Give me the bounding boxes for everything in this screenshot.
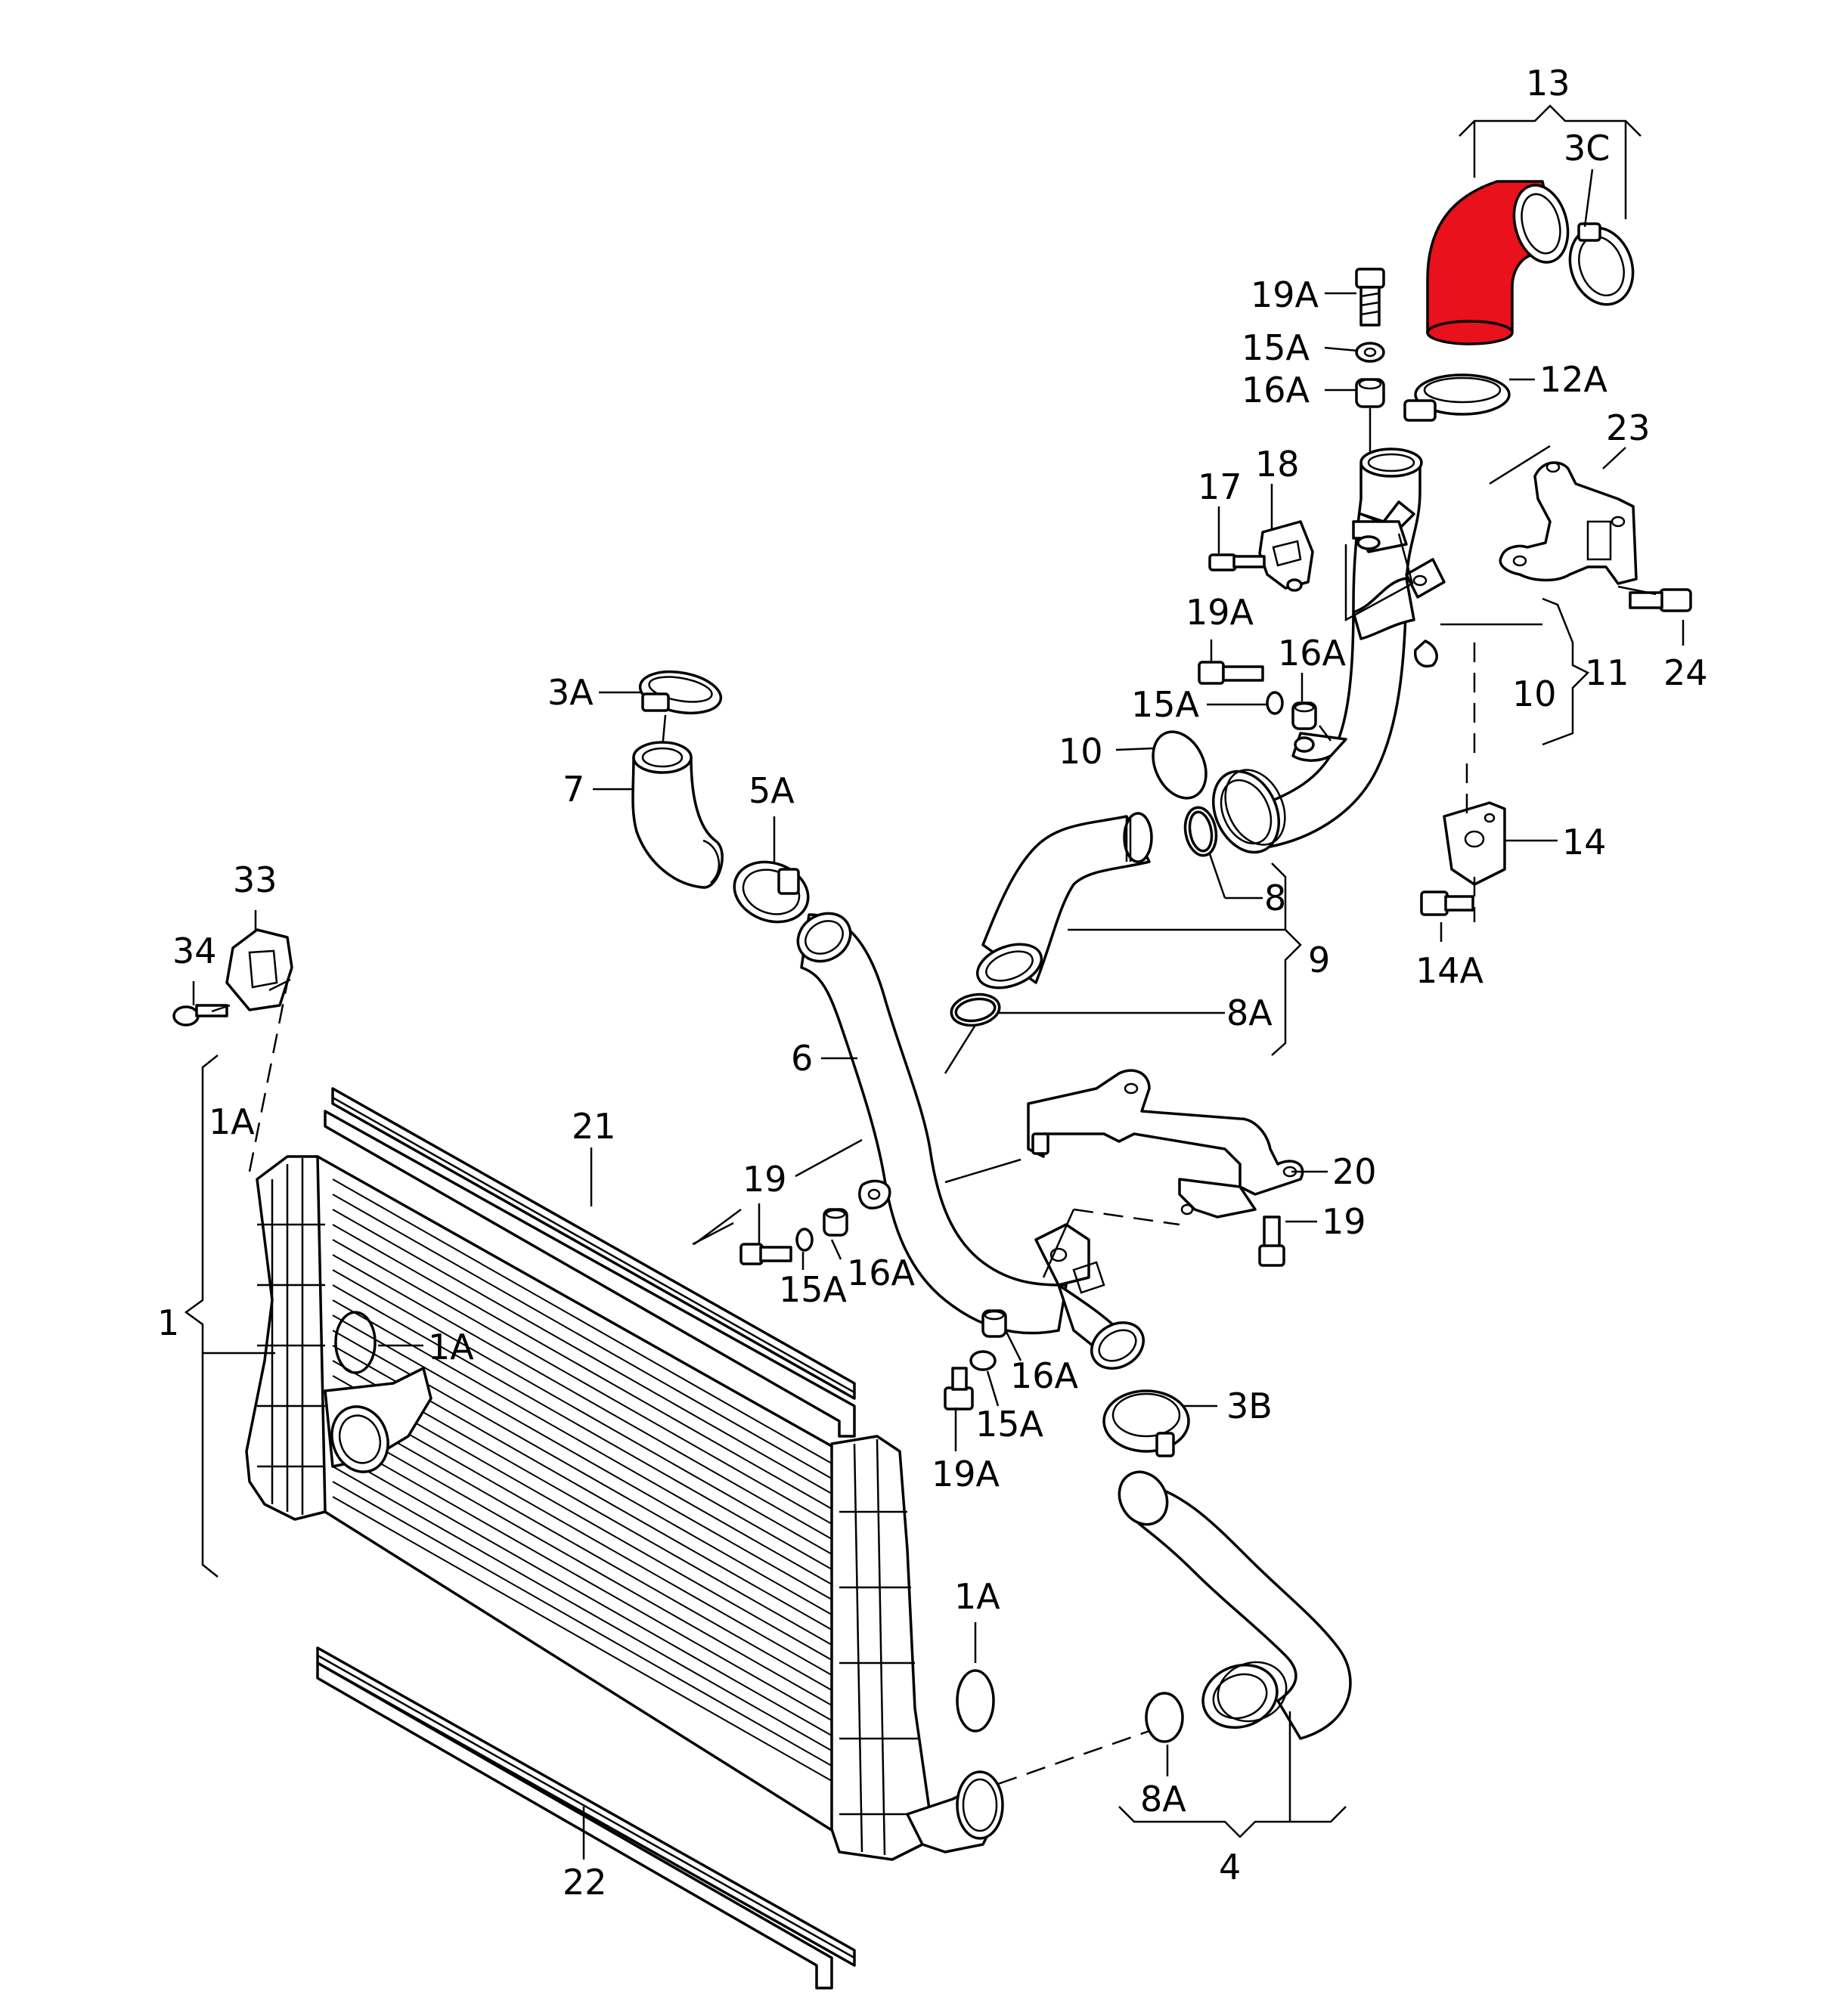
label-15A-left: 15A	[779, 1269, 848, 1310]
label-3B: 3B	[1226, 1386, 1273, 1426]
label-16A-low: 16A	[1010, 1355, 1079, 1396]
label-21: 21	[572, 1106, 616, 1147]
label-12A: 12A	[1539, 359, 1608, 400]
label-7: 7	[563, 769, 584, 810]
label-10-br: 10	[1512, 674, 1557, 714]
part-12A-clamp[interactable]	[1403, 373, 1511, 422]
part-19A-bolt-mid[interactable]	[1198, 661, 1264, 685]
label-6: 6	[791, 1038, 813, 1079]
intercooler-outlet[interactable]	[906, 1669, 1004, 1853]
part-20-bracket[interactable]	[1027, 1069, 1304, 1219]
label-24: 24	[1663, 652, 1708, 693]
part-19-bolt-right[interactable]	[1258, 1215, 1285, 1267]
label-33: 33	[233, 859, 277, 900]
label-19-right: 19	[1322, 1201, 1366, 1242]
label-14: 14	[1562, 822, 1607, 862]
intercooler-inlet[interactable]	[323, 1311, 432, 1480]
part-8A-ring-mid[interactable]	[949, 991, 1002, 1030]
label-5A: 5A	[749, 770, 795, 811]
label-8A-mid: 8A	[1226, 993, 1273, 1033]
label-34: 34	[172, 931, 217, 971]
part-14-bracket[interactable]	[1443, 801, 1506, 886]
part-6-pipe[interactable]	[789, 904, 1152, 1377]
part-15A-washer-mid[interactable]	[1266, 691, 1284, 715]
label-11: 11	[1585, 652, 1629, 693]
part-13-hose[interactable]	[1426, 179, 1576, 345]
label-9: 9	[1308, 940, 1330, 980]
label-20: 20	[1332, 1151, 1377, 1192]
part-19A-bolt-top[interactable]	[1355, 268, 1385, 327]
part-8A-ring-low[interactable]	[1145, 1692, 1184, 1743]
callouts: 13 3C 19A 15A 16A 12A 23 17 18 19A 16A 1…	[157, 63, 1708, 1903]
part-3B-clamp[interactable]	[1102, 1389, 1190, 1457]
label-19A-low: 19A	[932, 1454, 1000, 1494]
label-4: 4	[1219, 1847, 1241, 1887]
part-33-mount[interactable]	[225, 928, 293, 1011]
part-3A-clamp[interactable]	[637, 666, 724, 719]
part-16A-bushing-top[interactable]	[1355, 378, 1385, 408]
part-10-coupling[interactable]	[1201, 760, 1297, 863]
part-15A-washer-top[interactable]	[1355, 342, 1385, 363]
part-4-hose[interactable]	[1110, 1463, 1352, 1740]
part-10-pipe[interactable]	[1254, 447, 1446, 848]
leader-lines	[184, 104, 1685, 1860]
label-23: 23	[1606, 407, 1651, 448]
label-3C: 3C	[1564, 128, 1610, 169]
part-14A-bolt[interactable]	[1420, 890, 1474, 916]
label-15A-low: 15A	[975, 1404, 1044, 1445]
label-1A-inlet: 1A	[428, 1327, 474, 1367]
label-8A-low: 8A	[1140, 1779, 1186, 1819]
intercooler-core-fins	[332, 1178, 832, 1782]
label-1A-top: 1A	[209, 1101, 255, 1142]
label-1: 1	[157, 1302, 179, 1343]
label-16A-left: 16A	[847, 1253, 916, 1293]
part-5A-clamp[interactable]	[726, 852, 817, 932]
part-10-ring[interactable]	[1143, 723, 1217, 807]
label-16A-top: 16A	[1242, 370, 1310, 410]
part-16A-bushing-mid[interactable]	[1291, 701, 1317, 730]
label-1A-lower: 1A	[954, 1576, 1000, 1617]
part-21-air-guide[interactable]	[324, 1087, 856, 1438]
part-9-hose[interactable]	[972, 812, 1153, 996]
label-13: 13	[1526, 63, 1570, 104]
label-15A-mid: 15A	[1131, 684, 1200, 725]
label-19A-mid: 19A	[1186, 592, 1254, 633]
part-16A-bushing-low[interactable]	[981, 1309, 1007, 1338]
label-14A: 14A	[1415, 950, 1484, 991]
part-16A-bushing-left[interactable]	[823, 1208, 848, 1237]
label-3A: 3A	[547, 672, 594, 713]
label-15A-top: 15A	[1242, 327, 1310, 368]
label-17: 17	[1198, 466, 1242, 507]
part-19-bolt-left[interactable]	[739, 1243, 792, 1265]
part-15A-washer-low[interactable]	[969, 1350, 997, 1371]
label-19A-top: 19A	[1251, 274, 1319, 315]
label-8: 8	[1264, 878, 1286, 918]
part-23-bracket[interactable]	[1499, 461, 1638, 585]
part-7-hose[interactable]	[631, 741, 724, 889]
label-10-ring: 10	[1059, 731, 1103, 772]
part-22-air-guide[interactable]	[316, 1646, 856, 1990]
label-19-left: 19	[742, 1159, 787, 1200]
part-8-ring[interactable]	[1182, 805, 1220, 858]
part-24-bolt[interactable]	[1629, 588, 1692, 612]
part-3C-clamp[interactable]	[1560, 218, 1644, 313]
label-16A-mid: 16A	[1278, 633, 1347, 674]
part-19A-bolt-low[interactable]	[944, 1367, 974, 1411]
end-tank-grid	[257, 1158, 926, 1856]
label-18: 18	[1255, 444, 1300, 485]
part-15A-washer-left[interactable]	[795, 1228, 814, 1252]
label-22: 22	[563, 1862, 607, 1903]
part-17-18-fitting[interactable]	[1208, 520, 1408, 592]
